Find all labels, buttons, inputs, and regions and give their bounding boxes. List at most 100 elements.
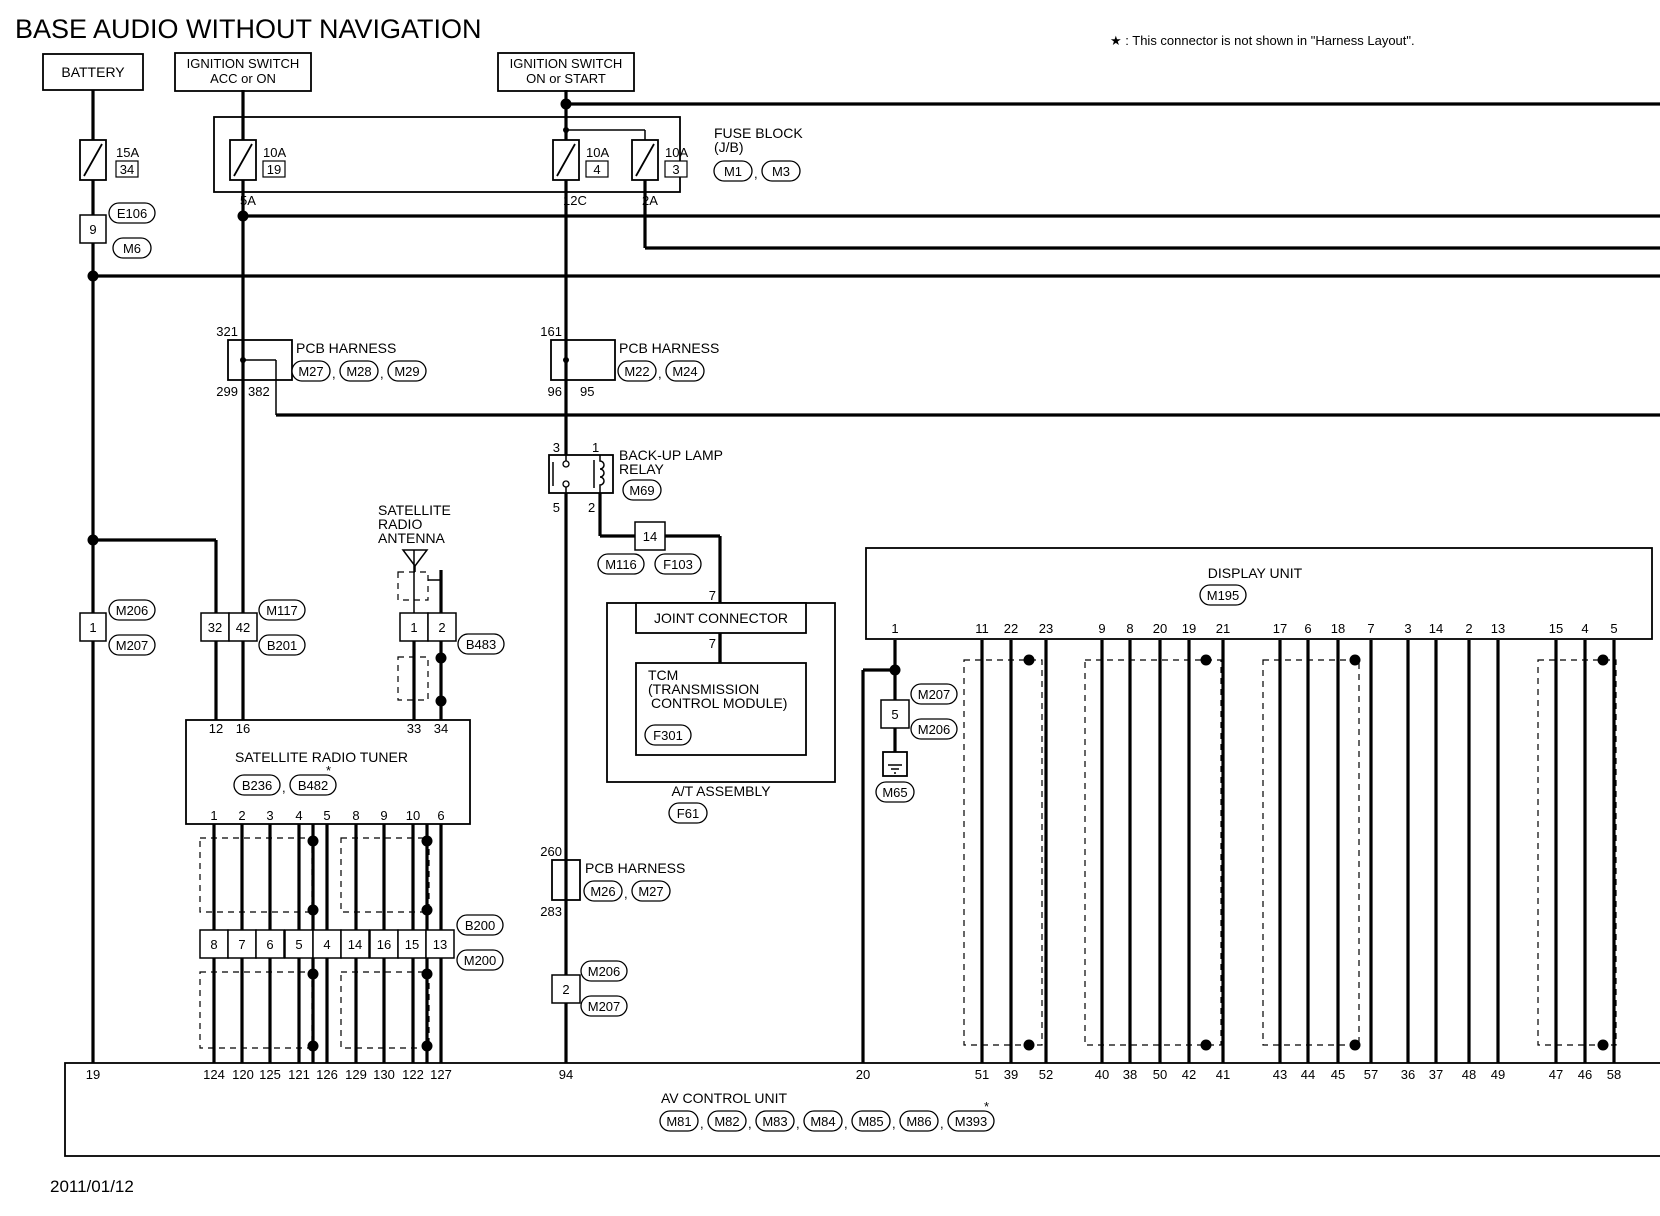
conn-b200-pin: 5 — [284, 929, 314, 959]
sat-tuner-label: SATELLITE RADIO TUNER — [235, 749, 408, 765]
av-pin: 122 — [402, 1067, 424, 1082]
av-pin: 57 — [1364, 1067, 1378, 1082]
conn-m206b-pin-num: 2 — [562, 982, 569, 997]
conn-e106-pin: 9 — [79, 214, 107, 244]
av-pin: 44 — [1301, 1067, 1315, 1082]
tuner-bottom-pin: 9 — [380, 808, 387, 823]
conn-m207c-pin: 5 — [880, 699, 910, 729]
junction-dot — [87, 270, 99, 282]
av-pin: 45 — [1331, 1067, 1345, 1082]
pcb3-conn-m26: M26 — [583, 880, 623, 902]
conn-m65: M65 — [875, 781, 915, 803]
av-pin: 51 — [975, 1067, 989, 1082]
conn-b483-pin1: 1 — [399, 612, 429, 642]
av-pin: 121 — [288, 1067, 310, 1082]
fuse-conn-m1-text: M1 — [724, 164, 742, 179]
av-pin: 39 — [1004, 1067, 1018, 1082]
relay-pin-3: 3 — [553, 440, 560, 455]
conn-f103-text: F103 — [663, 557, 693, 572]
conn-m117: M117 — [258, 599, 306, 621]
tuner-bottom-pin: 4 — [295, 808, 302, 823]
conn-m206b-pin: 2 — [551, 974, 581, 1004]
junction-dot — [87, 534, 99, 546]
av-control-unit-label: AV CONTROL UNIT — [661, 1090, 787, 1106]
conn-b200-pin-num: 7 — [238, 937, 245, 952]
av-conn-comma: , — [892, 1116, 896, 1131]
fuse-block: FUSE BLOCK (J/B) — [213, 116, 803, 193]
at-assembly: JOINT CONNECTOR TCM (TRANSMISSION CONTRO… — [606, 588, 836, 799]
tuner-conn-b482-star: * — [326, 763, 331, 778]
conn-m207: M207 — [108, 634, 156, 656]
ign-on-line2: ON or START — [526, 71, 606, 86]
conn-m207-text: M207 — [116, 638, 149, 653]
display-pin: 8 — [1126, 621, 1133, 636]
av-conn-m82-text: M82 — [714, 1114, 739, 1129]
shield — [199, 837, 313, 913]
conn-b483-pin2: 2 — [427, 612, 457, 642]
ground-symbol — [882, 751, 908, 777]
fuse-conn-m3: M3 — [761, 160, 801, 182]
av-pin: 20 — [856, 1067, 870, 1082]
av-pin: 40 — [1095, 1067, 1109, 1082]
conn-b200-pin: 4 — [312, 929, 342, 959]
pcb1-conn-comma: , — [380, 366, 384, 381]
av-conn-m83: M83 — [755, 1110, 795, 1132]
at-conn: F61 — [668, 802, 708, 824]
conn-b201-text: B201 — [267, 638, 297, 653]
av-pin: 48 — [1462, 1067, 1476, 1082]
conn-m206b-text: M206 — [588, 964, 621, 979]
av-conn-m81-text: M81 — [666, 1114, 691, 1129]
av-conn-m83-text: M83 — [762, 1114, 787, 1129]
pcb1-pin-382: 382 — [248, 384, 270, 399]
pcb1-pin-321: 321 — [216, 324, 238, 339]
shield — [340, 837, 430, 913]
shield — [199, 971, 313, 1049]
junction-dot — [307, 904, 319, 916]
conn-b200-pin-num: 4 — [323, 937, 330, 952]
av-conn-comma: , — [844, 1116, 848, 1131]
junction-dot — [421, 1040, 433, 1052]
fuse-block-sublabel: (J/B) — [714, 139, 744, 155]
av-pin: 129 — [345, 1067, 367, 1082]
av-pin: 41 — [1216, 1067, 1230, 1082]
av-conn-m393-text: M393 — [955, 1114, 988, 1129]
pcb1-conn-comma: , — [332, 366, 336, 381]
av-pin: 120 — [232, 1067, 254, 1082]
at-assembly-label: A/T ASSEMBLY — [671, 783, 771, 799]
av-pin: 125 — [259, 1067, 281, 1082]
display-pin: 21 — [1216, 621, 1230, 636]
conn-m207b-text: M207 — [588, 999, 621, 1014]
junction-dot — [1349, 1039, 1361, 1051]
relay-pin-5: 5 — [553, 500, 560, 515]
conn-b483: B483 — [457, 633, 505, 655]
conn-m206c-text: M206 — [918, 722, 951, 737]
av-pin: 50 — [1153, 1067, 1167, 1082]
conn-m207c-text: M207 — [918, 687, 951, 702]
conn-b483-pin1-num: 1 — [410, 620, 417, 635]
shield — [1262, 659, 1360, 1046]
relay-label-1: BACK-UP LAMP — [619, 447, 723, 463]
display-pin: 19 — [1182, 621, 1196, 636]
av-pin: 124 — [203, 1067, 225, 1082]
tcm-label-1: TCM — [648, 667, 678, 683]
av-conn-comma: , — [748, 1116, 752, 1131]
shield — [963, 659, 1043, 1046]
pcb-harness-3: PCB HARNESS 260 283 — [540, 844, 685, 919]
av-pin: 42 — [1182, 1067, 1196, 1082]
battery-label: BATTERY — [61, 64, 125, 80]
conn-m116-text: M116 — [605, 557, 637, 572]
conn-m207c-pin-num: 5 — [891, 707, 898, 722]
junction-dot — [1349, 654, 1361, 666]
conn-m6-text: M6 — [123, 241, 141, 256]
ignition-acc-source: IGNITION SWITCH ACC or ON — [174, 52, 312, 92]
pcb3-conn-m26-text: M26 — [590, 884, 615, 899]
av-control-unit: AV CONTROL UNIT — [64, 1062, 1660, 1157]
conn-b483-text: B483 — [466, 637, 496, 652]
pcb2-pin-95: 95 — [580, 384, 594, 399]
av-conn-m393: M393* — [947, 1099, 995, 1132]
display-pin: 22 — [1004, 621, 1018, 636]
wires — [91, 90, 1660, 1063]
conn-b200-pin: 13 — [425, 929, 455, 959]
